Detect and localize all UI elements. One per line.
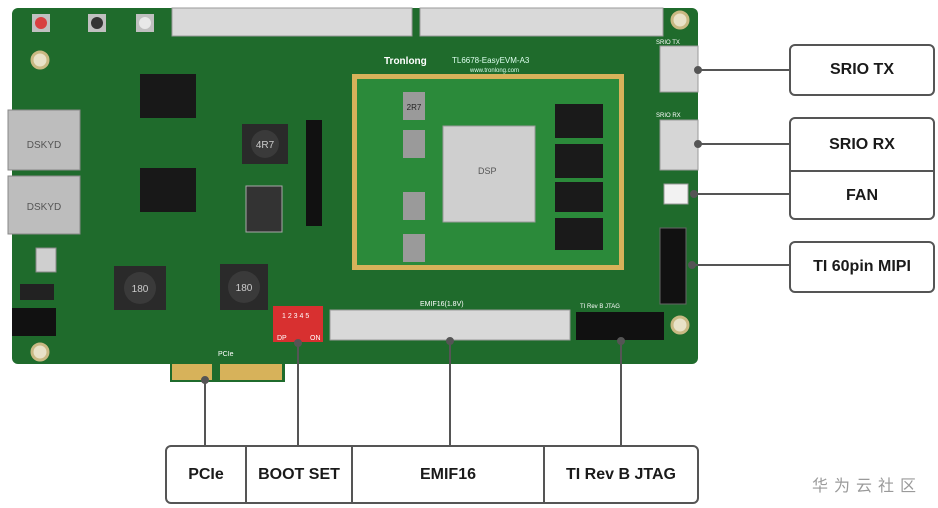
module-inductors	[403, 92, 425, 262]
jtag-header	[576, 312, 664, 340]
callout-mipi: TI 60pin MIPI	[789, 241, 935, 293]
callout-stack-srio-rx-fan: SRIO RX FAN	[789, 117, 935, 220]
jtag-silk: TI Rev B JTAG	[580, 304, 620, 310]
bottom-callout-bar: PCIe BOOT SET EMIF16 TI Rev B JTAG	[165, 445, 699, 504]
dip-on: ON	[310, 335, 321, 342]
rj45-jack-2	[7, 175, 81, 235]
callout-pcie-label: PCIe	[188, 465, 224, 483]
callout-fan-label: FAN	[846, 186, 878, 204]
power-switch	[20, 284, 54, 300]
ddr-chips	[555, 104, 603, 250]
srio-tx-connector	[659, 45, 699, 93]
srio-rx-connector	[659, 119, 699, 171]
mipi-connector	[659, 227, 687, 305]
top-header-right	[419, 7, 664, 37]
callout-pcie: PCIe	[167, 447, 245, 502]
mounting-holes	[30, 10, 690, 362]
pcie-gold-fingers	[172, 364, 282, 380]
inductor-label-1: 180	[132, 284, 149, 295]
callout-mipi-label: TI 60pin MIPI	[813, 258, 911, 275]
dip-label: DP	[277, 335, 287, 342]
rj45-jack-1	[7, 109, 81, 171]
emif16-header	[329, 309, 571, 341]
website-silk: www.tronlong.com	[469, 68, 519, 74]
dsp-chip-mark: DSP	[478, 166, 497, 176]
watermark: 华为云社区	[812, 476, 923, 495]
model-silk: TL6678-EasyEVM-A3	[452, 56, 530, 65]
inductor-label-2: 180	[236, 283, 253, 294]
callout-jtag: TI Rev B JTAG	[543, 447, 697, 502]
phy-chip-2	[140, 168, 196, 212]
emif16-silk: EMIF16(1.8V)	[420, 301, 464, 308]
inductor-label-3: 4R7	[256, 140, 275, 151]
callout-fan: FAN	[791, 171, 933, 220]
push-buttons	[32, 14, 154, 32]
top-header-left	[171, 7, 413, 37]
phy-chip-1	[140, 74, 196, 118]
pin-header-vertical	[306, 120, 322, 226]
srio-tx-silk: SRIO TX	[656, 40, 680, 46]
callout-emif16-label: EMIF16	[419, 465, 476, 483]
srio-rx-silk: SRIO RX	[656, 113, 681, 119]
callout-srio-tx-label: SRIO TX	[829, 61, 894, 78]
callout-jtag-label: TI Rev B JTAG	[566, 465, 676, 483]
dc-power-jack	[12, 308, 56, 336]
module-inductor-label: 2R7	[407, 103, 422, 112]
rj45-label-1: DSKYD	[27, 140, 61, 151]
regulator	[245, 185, 283, 233]
callout-boot-set-label: BOOT SET	[258, 465, 340, 483]
callout-srio-rx-label: SRIO RX	[829, 135, 895, 153]
dsp-chip	[442, 125, 536, 223]
rj45-label-2: DSKYD	[27, 202, 61, 213]
usb-port	[35, 247, 57, 273]
leader-lines	[201, 66, 790, 445]
dip-numbers: 1 2 3 4 5	[282, 313, 309, 320]
callout-srio-rx: SRIO RX	[791, 119, 933, 172]
callout-srio-tx: SRIO TX	[789, 44, 935, 96]
fan-connector	[663, 183, 689, 205]
callout-boot-set: BOOT SET	[245, 447, 351, 502]
callout-emif16: EMIF16	[351, 447, 543, 502]
brand-silk: Tronlong	[384, 56, 427, 67]
dip-switch	[273, 306, 323, 342]
power-inductors	[114, 124, 288, 310]
pcie-silk: PCIe	[218, 351, 234, 358]
